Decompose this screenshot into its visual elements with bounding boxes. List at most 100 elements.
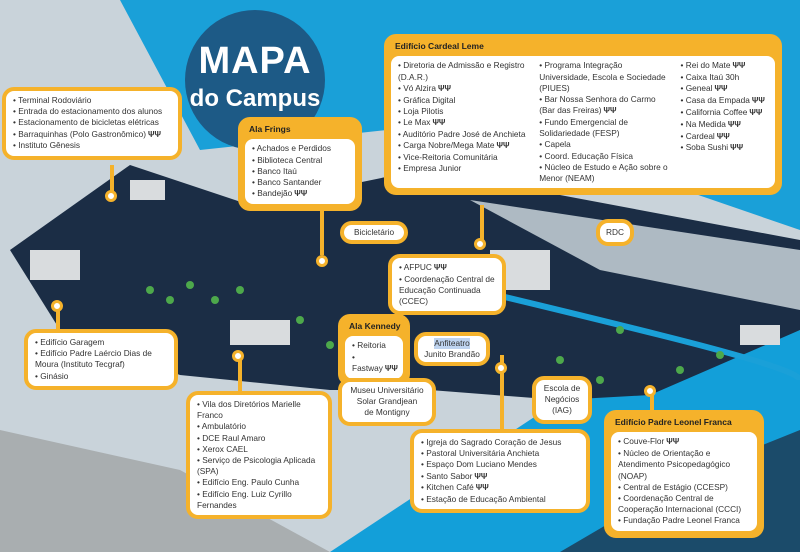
list-item: Barraquinhas (Polo Gastronômico)ΨΨ [13, 129, 171, 141]
list-item: Serviço de Psicologia Aplicada (SPA) [197, 455, 321, 477]
callout-header: Edifício Padre Leonel Franca [615, 417, 732, 427]
callout-ala-frings[interactable]: Ala FringsAchados e PerdidosBiblioteca C… [238, 117, 362, 212]
list-item: Capela [539, 139, 670, 150]
restaurant-icon: ΨΨ [714, 84, 728, 94]
escola-line2: Negócios [544, 394, 580, 405]
list-item: Reitoria [352, 340, 396, 351]
callout-edificio-cardeal-leme[interactable]: Edifício Cardeal LemeDiretoria de Admiss… [384, 34, 782, 196]
callout-header: Edifício Cardeal Leme [395, 41, 484, 51]
list-item: Diretoria de Admissão e Registro (D.A.R.… [398, 60, 529, 82]
item-label: Edifício Garagem [40, 337, 105, 347]
item-label: Central de Estágio (CCESP) [623, 481, 728, 492]
item-label: DCE Raul Amaro [202, 432, 266, 443]
list-item: Edifício Eng. Luiz Cyrillo Fernandes [197, 489, 321, 511]
item-label: Bar Nossa Senhora do Carmo (Bar das Frei… [539, 94, 656, 116]
list-item: Coordenação Central de Cooperação Intern… [618, 493, 750, 515]
list-item: Edifício Padre Laércio Dias de Moura (In… [35, 348, 167, 370]
callout-vila-diretorios[interactable]: Vila dos Diretórios Marielle FrancoAmbul… [186, 391, 332, 519]
museu-line3: de Montigny [364, 407, 410, 418]
callout-edificio-garagem[interactable]: Edifício GaragemEdifício Padre Laércio D… [24, 329, 178, 390]
item-label: Edifício Padre Laércio Dias de Moura (In… [35, 348, 152, 370]
list-item: Biblioteca Central [252, 155, 348, 166]
item-label: Biblioteca Central [257, 154, 323, 165]
callout-rdc[interactable]: RDC [596, 219, 634, 247]
list-item: Vila dos Diretórios Marielle Franco [197, 399, 321, 421]
list-item: Edifício Eng. Paulo Cunha [197, 477, 321, 488]
list-item: Ambulatório [197, 421, 321, 432]
list-item: Auditório Padre José de Anchieta [398, 129, 529, 140]
item-label: Serviço de Psicologia Aplicada (SPA) [197, 454, 316, 477]
restaurant-icon: ΨΨ [666, 437, 680, 447]
list-item: Estacionamento de bicicletas elétricas [13, 117, 171, 128]
callout-afpuc[interactable]: AFPUCΨΨCoordenação Central de Educação C… [388, 254, 506, 316]
restaurant-icon: ΨΨ [749, 108, 763, 118]
callout-header: Ala Frings [249, 124, 291, 134]
item-label: Estacionamento de bicicletas elétricas [18, 117, 159, 128]
item-label: Ginásio [40, 370, 69, 381]
item-label: Ambulatório [201, 421, 247, 432]
list-item: Fundação Padre Leonel Franca [618, 515, 750, 526]
item-label: Edifício Eng. Luiz Cyrillo Fernandes [197, 488, 292, 510]
item-label: Achados e Perdidos [256, 143, 332, 154]
item-label: Espaço Dom Luciano Mendes [426, 459, 537, 470]
item-label: Estação de Educação Ambiental [426, 494, 546, 505]
item-label: Coordenação Central de Educação Continua… [399, 273, 495, 307]
museu-line1: Museu Universitário [350, 385, 424, 395]
restaurant-icon: ΨΨ [732, 61, 746, 71]
list-item: Empresa Junior [398, 163, 529, 174]
item-label: Banco Itaú [257, 165, 297, 176]
item-label: Rei do Mate [685, 60, 731, 71]
list-item: Terminal Rodoviário [13, 95, 171, 106]
callout-header: Ala Kennedy [349, 321, 401, 331]
restaurant-icon: ΨΨ [475, 483, 489, 493]
item-label: Igreja do Sagrado Coração de Jesus [426, 437, 562, 447]
list-item: Pastoral Universitária Anchieta [421, 448, 579, 459]
list-item: Instituto Gênesis [13, 140, 171, 151]
item-label: California Coffee [685, 107, 748, 118]
callout-ala-kennedy[interactable]: Ala KennedyReitoriaFastwayΨΨ [338, 314, 410, 386]
list-item: Banco Itaú [252, 166, 348, 177]
item-label: Núcleo de Orientação e Atendimento Psico… [618, 448, 731, 481]
list-item: Bar Nossa Senhora do Carmo (Bar das Frei… [539, 94, 670, 117]
restaurant-icon: ΨΨ [437, 83, 451, 93]
item-label: Gráfica Digital [403, 94, 456, 105]
item-label: Fundação Padre Leonel Franca [623, 515, 740, 526]
restaurant-icon: ΨΨ [730, 143, 744, 153]
callout-edificio-leonel-franca[interactable]: Edifício Padre Leonel FrancaCouve-FlorΨΨ… [604, 410, 764, 538]
item-label: Coordenação Central de Cooperação Intern… [618, 493, 742, 515]
museu-line2: Solar Grandjean [356, 396, 418, 407]
item-label: Bandejão [257, 188, 293, 199]
list-item: Central de Estágio (CCESP) [618, 482, 750, 493]
list-item: Gráfica Digital [398, 95, 529, 106]
restaurant-icon: ΨΨ [147, 129, 161, 139]
list-item: Coord. Educação Física [539, 151, 670, 162]
callout-igreja[interactable]: Igreja do Sagrado Coração de JesusPastor… [410, 429, 590, 514]
restaurant-icon: ΨΨ [496, 141, 510, 150]
restaurant-icon: ΨΨ [294, 189, 308, 199]
item-label: Capela [544, 139, 571, 150]
list-item: Estação de Educação Ambiental [421, 494, 579, 505]
title-line1: MAPA [198, 40, 312, 82]
item-label: Na Medida [685, 118, 726, 129]
restaurant-icon: ΨΨ [603, 106, 617, 116]
callout-bicicletario[interactable]: Bicicletário [340, 221, 408, 245]
restaurant-icon: ΨΨ [727, 119, 741, 129]
item-label: Auditório Padre José de Anchieta [402, 128, 526, 139]
item-label: Reitoria [357, 340, 386, 351]
item-label: Vice-Reitoria Comunitária [403, 151, 498, 162]
item-label: Soba Sushi [685, 142, 729, 153]
callout-terminal[interactable]: Terminal RodoviárioEntrada do estacionam… [2, 87, 182, 160]
restaurant-icon: ΨΨ [432, 118, 446, 128]
